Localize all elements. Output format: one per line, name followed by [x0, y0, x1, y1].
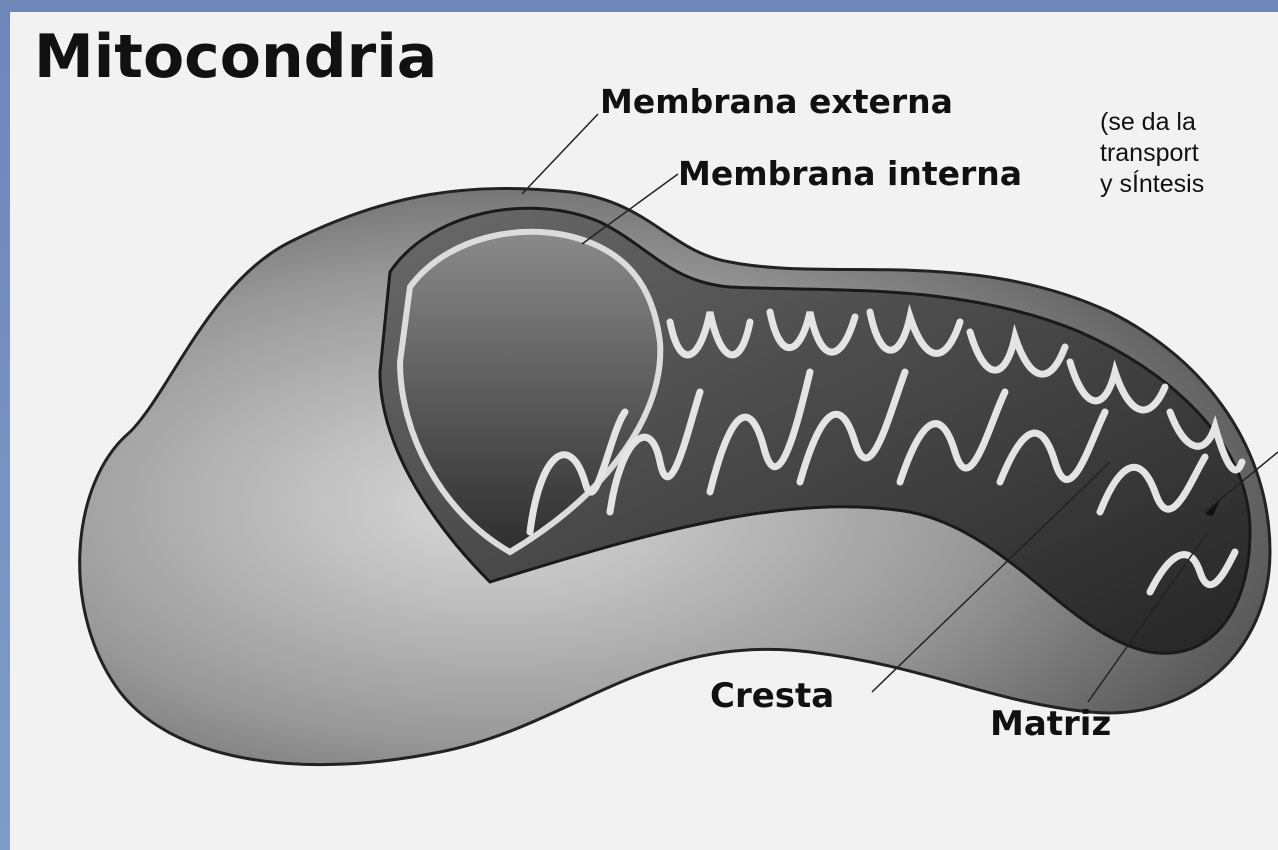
note-line-3: y sÍntesis: [1100, 169, 1204, 200]
slide: Mitocondria Membrana externa Membrana in…: [10, 12, 1278, 850]
label-outer-membrane: Membrana externa: [600, 82, 953, 121]
note-line-1: (se da la: [1100, 107, 1204, 138]
side-note: (se da la transport y sÍntesis: [1100, 107, 1204, 200]
page-title: Mitocondria: [34, 22, 437, 92]
label-inner-membrane: Membrana interna: [678, 154, 1022, 193]
label-crest: Cresta: [710, 676, 834, 716]
label-matrix: Matriz: [990, 704, 1111, 744]
note-line-2: transport: [1100, 138, 1204, 169]
